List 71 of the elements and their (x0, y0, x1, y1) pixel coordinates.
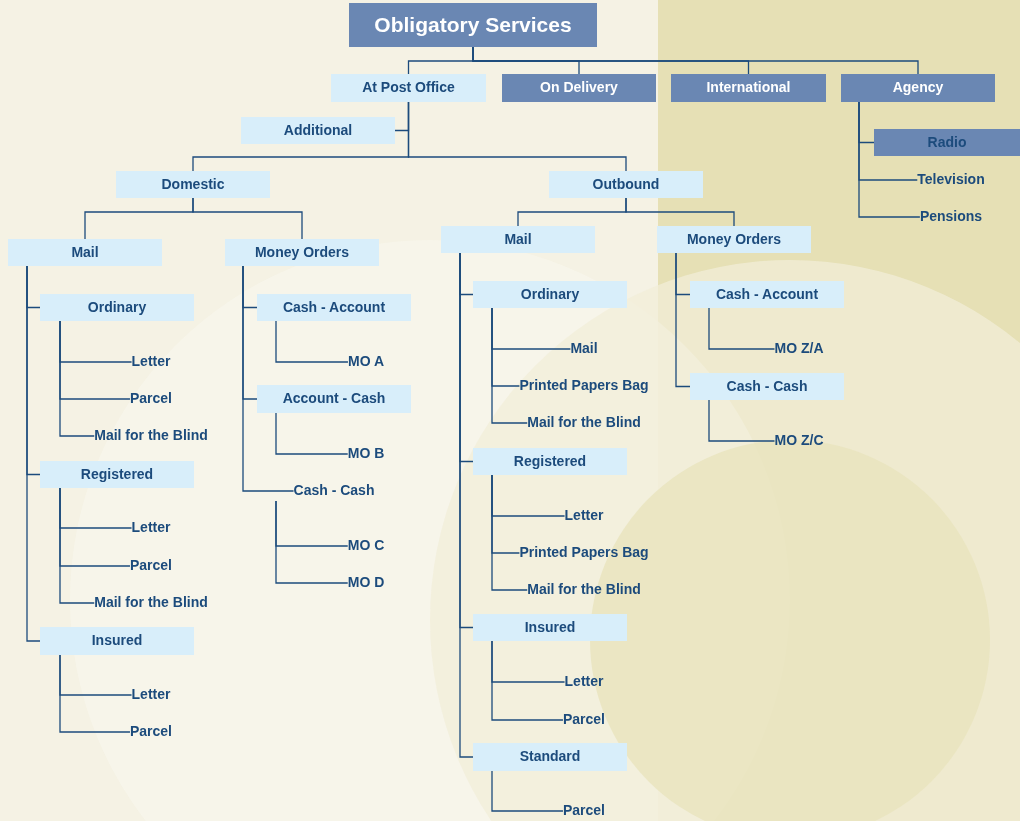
category-box: On Delivery (502, 74, 656, 102)
item-label: MO Z/A (774, 339, 824, 359)
item-label: Mail (570, 339, 598, 359)
category-box: Cash - Account (690, 281, 844, 308)
item-label: Mail for the Blind (527, 580, 641, 600)
category-box: Money Orders (657, 226, 811, 253)
connector-line (858, 101, 921, 218)
connector-line (26, 265, 41, 642)
category-box: Registered (473, 448, 627, 475)
item-label: MO A (348, 352, 384, 372)
category-box: Insured (473, 614, 627, 641)
category-box: Cash - Cash (690, 373, 844, 400)
category-box: Additional (241, 117, 395, 144)
item-label: Letter (131, 352, 171, 372)
category-box: Money Orders (225, 239, 379, 266)
connector-line (407, 101, 627, 172)
connector-line (675, 252, 691, 388)
root-box: Obligatory Services (349, 3, 597, 47)
connector-line (491, 307, 528, 424)
connector-line (275, 500, 349, 584)
category-box: At Post Office (331, 74, 486, 102)
connector-line (59, 654, 131, 733)
item-label: MO D (347, 573, 385, 593)
category-box: Agency (841, 74, 995, 102)
category-box: International (671, 74, 826, 102)
item-label: Parcel (130, 722, 172, 742)
item-label: Letter (564, 672, 604, 692)
item-label: Pensions (919, 207, 983, 227)
connector-line (491, 770, 564, 812)
item-label: Letter (131, 518, 171, 538)
connector-line (242, 265, 295, 492)
category-box: Outbound (549, 171, 703, 198)
connector-line (275, 320, 349, 363)
connector-line (192, 197, 303, 240)
category-box: Domestic (116, 171, 270, 198)
connector-line (59, 320, 95, 437)
item-label: Mail for the Blind (94, 593, 208, 613)
category-box: Cash - Account (257, 294, 411, 321)
category-box: Registered (40, 461, 194, 488)
item-label: MO B (347, 444, 385, 464)
item-label: Printed Papers Bag (519, 376, 649, 396)
item-label: Letter (564, 506, 604, 526)
item-label: Mail for the Blind (94, 426, 208, 446)
connector-line (625, 197, 735, 227)
item-label: Mail for the Blind (527, 413, 641, 433)
connector-line (275, 412, 349, 455)
item-label: Parcel (563, 710, 605, 730)
connector-line (491, 474, 528, 591)
connector-line (59, 487, 95, 604)
item-label: Letter (131, 685, 171, 705)
connector-line (708, 399, 776, 442)
category-box: Account - Cash (257, 385, 411, 413)
item-label: Cash - Cash (293, 481, 375, 501)
item-label: Parcel (130, 556, 172, 576)
item-label: Television (917, 170, 985, 190)
category-box: Ordinary (473, 281, 627, 308)
item-label: Parcel (130, 389, 172, 409)
category-box: Mail (441, 226, 595, 253)
connector-line (708, 307, 776, 350)
category-box: Mail (8, 239, 162, 266)
category-box: Ordinary (40, 294, 194, 321)
connector-line (491, 640, 564, 721)
connector-line (472, 46, 919, 75)
connector-line (459, 252, 474, 758)
item-label: MO Z/C (774, 431, 824, 451)
item-label: Printed Papers Bag (519, 543, 649, 563)
item-label: Parcel (563, 801, 605, 821)
category-box: Standard (473, 743, 627, 771)
item-label: MO C (347, 536, 385, 556)
category-box: Insured (40, 627, 194, 655)
category-box: Radio (874, 129, 1020, 156)
